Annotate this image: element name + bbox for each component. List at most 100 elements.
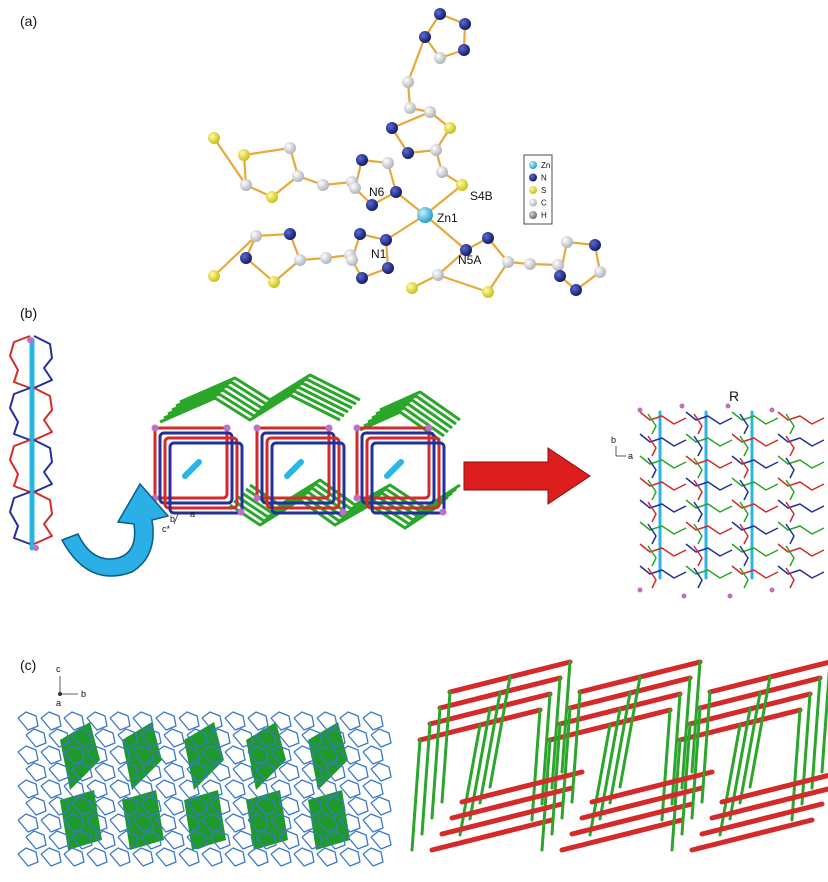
net-strand xyxy=(639,543,687,557)
atom-c xyxy=(320,252,332,264)
bond xyxy=(242,146,292,157)
net-terminal xyxy=(769,407,775,413)
channel-loop xyxy=(270,441,346,515)
atom-c xyxy=(524,258,536,270)
blue-framework-ring xyxy=(270,745,292,765)
blue-framework-ring xyxy=(86,813,108,833)
helical-chain xyxy=(9,335,53,551)
blue-framework-ring xyxy=(163,830,185,850)
green-linker xyxy=(375,394,457,426)
node-atom xyxy=(325,424,333,432)
red-rod xyxy=(689,817,815,853)
bond xyxy=(212,234,258,278)
atom-label-n6: N6 xyxy=(369,185,385,199)
blue-framework-ring xyxy=(316,745,338,765)
atom-n xyxy=(434,8,446,20)
panel-a-label: (a) xyxy=(20,13,37,29)
green-linker xyxy=(229,498,441,530)
blue-framework-ring xyxy=(255,728,277,748)
blue-framework-ring xyxy=(201,745,223,765)
blue-framework-ring xyxy=(163,728,185,748)
blue-framework-ring xyxy=(63,711,85,731)
net-terminal xyxy=(727,593,733,599)
blue-framework-ring xyxy=(293,779,315,799)
green-linker xyxy=(410,738,422,852)
axis-indicator-b-right: b a xyxy=(611,435,633,461)
net-strand xyxy=(639,455,687,469)
atom-c xyxy=(250,230,262,242)
blue-framework-ring xyxy=(178,711,200,731)
blue-framework-ring xyxy=(48,830,70,850)
helix-strand xyxy=(9,335,31,389)
green-linker xyxy=(700,690,712,804)
helix-strand xyxy=(33,491,53,545)
blue-framework-ring xyxy=(17,745,39,765)
legend-label-n: N xyxy=(541,174,547,183)
green-linker xyxy=(690,706,702,820)
blue-framework-ring xyxy=(178,745,200,765)
blue-framework-ring xyxy=(370,762,392,782)
blue-framework-ring xyxy=(40,813,62,833)
net-strand xyxy=(647,435,657,457)
blue-framework-ring xyxy=(94,728,116,748)
atom-n xyxy=(354,228,366,240)
blue-framework-ring xyxy=(209,830,231,850)
blue-framework-ring xyxy=(347,796,369,816)
net-strand xyxy=(731,433,779,447)
blue-framework-ring xyxy=(155,813,177,833)
blue-framework-ring xyxy=(178,779,200,799)
net-strand xyxy=(731,499,779,513)
blue-framework-ring xyxy=(370,796,392,816)
green-linker xyxy=(420,722,432,836)
atom-c xyxy=(317,179,329,191)
net-strand xyxy=(647,545,657,567)
net-strand xyxy=(731,543,779,557)
bond xyxy=(436,273,490,294)
channel-loop xyxy=(153,426,229,500)
blue-framework-ring xyxy=(17,711,39,731)
bond xyxy=(423,213,468,252)
blue-framework-ring xyxy=(270,847,292,867)
blue-framework-ring xyxy=(40,779,62,799)
blue-framework-ring xyxy=(63,779,85,799)
green-linker xyxy=(748,675,772,789)
blue-framework-ring xyxy=(63,847,85,867)
atom-c xyxy=(240,179,252,191)
atom-n xyxy=(458,44,470,56)
blue-framework-ring xyxy=(201,711,223,731)
blue-framework-ring xyxy=(224,779,246,799)
atom-n xyxy=(482,232,494,244)
blue-framework-ring xyxy=(224,745,246,765)
green-linker xyxy=(175,377,357,408)
green-linker xyxy=(478,691,502,805)
net-strand xyxy=(647,567,657,589)
net-terminal xyxy=(679,403,685,409)
legend-label-s: S xyxy=(541,186,546,195)
blue-framework-ring xyxy=(232,762,254,782)
net-strand xyxy=(647,479,657,501)
atom-c xyxy=(434,52,446,64)
blue-framework-ring xyxy=(40,745,62,765)
molecule-zn-complex xyxy=(208,8,606,298)
blue-framework-ring xyxy=(163,796,185,816)
net-strand xyxy=(777,455,825,469)
atom-c xyxy=(382,157,394,169)
blue-framework-ring xyxy=(255,796,277,816)
atom-n xyxy=(380,234,392,246)
blue-framework-ring xyxy=(209,728,231,748)
atom-n xyxy=(419,31,431,43)
blue-framework-ring xyxy=(63,745,85,765)
legend-label-h: H xyxy=(541,211,547,220)
blue-framework-ring xyxy=(71,762,93,782)
legend-swatch-c xyxy=(529,198,537,207)
green-linker xyxy=(359,410,441,442)
blue-framework-ring xyxy=(201,779,223,799)
atom-c xyxy=(594,266,606,278)
blue-framework-ring xyxy=(301,728,323,748)
net-strand xyxy=(693,567,703,589)
net-strand xyxy=(693,435,703,457)
blue-framework-ring xyxy=(270,711,292,731)
atom-n xyxy=(460,244,472,256)
blue-framework-ring xyxy=(201,847,223,867)
terminal-atom xyxy=(27,337,33,343)
